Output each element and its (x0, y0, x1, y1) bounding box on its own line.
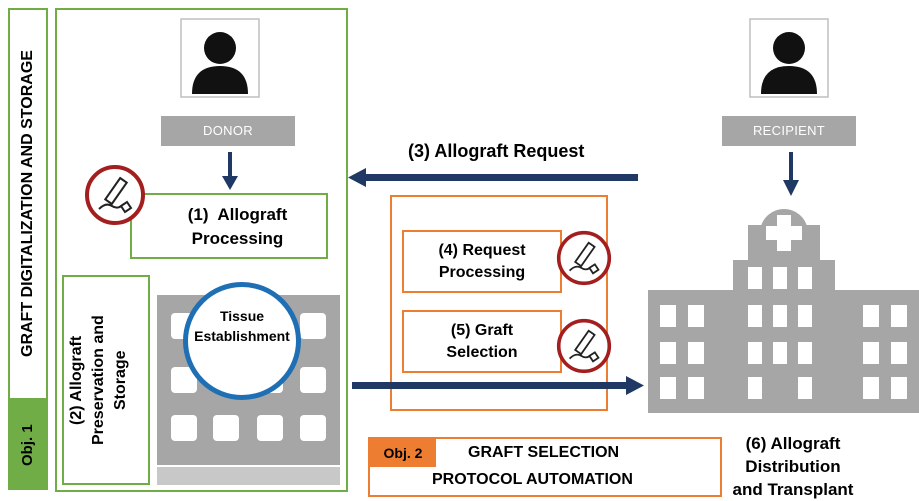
step1-word: Allograft (217, 205, 288, 224)
tissue-label: Tissue Establishment (186, 306, 298, 346)
step1-num: (1) (187, 205, 209, 224)
step1-line2: Processing (191, 229, 284, 248)
donor-person-icon (180, 18, 260, 98)
step2-line1: (2) Allograft (68, 335, 85, 425)
step5-line1: (5) Graft (450, 321, 514, 339)
obj2-tag: Obj. 2 (370, 439, 436, 467)
step5-line2: Selection (446, 343, 518, 361)
donor-label: DONOR (161, 116, 295, 146)
step4-line1: (4) Request (438, 241, 526, 259)
tissue-establishment-circle (183, 282, 301, 400)
step1-box (130, 193, 328, 259)
recipient-person-icon (749, 18, 829, 98)
obj1-banner: GRAFT DIGITALIZATION AND STORAGE (8, 8, 48, 400)
distribution-arrow (352, 376, 644, 395)
step1-label: (1) Allograft Processing (150, 203, 325, 251)
obj2-line2: PROTOCOL AUTOMATION (432, 471, 633, 488)
recipient-down-arrow (783, 152, 799, 196)
obj1-title: GRAFT DIGITALIZATION AND STORAGE (19, 50, 36, 358)
step6-line2: Distribution (745, 457, 841, 476)
step5-box: (5) Graft Selection (402, 310, 562, 373)
step2-line3: Storage (112, 350, 129, 410)
donor-down-arrow (222, 152, 238, 190)
signature-pen-icon-step1 (85, 165, 145, 225)
signature-pen-icon-step4 (556, 230, 612, 286)
tissue-line1: Tissue (219, 308, 265, 324)
tissue-line2: Establishment (194, 328, 290, 344)
step2-label: (2) Allograft Preservation and Storage (66, 280, 146, 480)
signature-pen-icon-step5 (556, 318, 612, 374)
hospital-icon (648, 209, 919, 413)
step2-box (62, 275, 150, 485)
recipient-label: RECIPIENT (722, 116, 856, 146)
step4-box: (4) Request Processing (402, 230, 562, 293)
obj1-tag: Obj. 1 (8, 400, 48, 490)
step6-line3: and Transplant (732, 480, 854, 499)
request-arrow (348, 168, 638, 187)
step2-line2: Preservation and (90, 315, 107, 445)
obj2-line1: GRAFT SELECTION (468, 444, 620, 461)
step3-label: (3) Allograft Request (408, 141, 585, 161)
step6-label: (6) Allograft Distribution and Transplan… (728, 432, 858, 501)
step4-line2: Processing (438, 263, 526, 281)
step6-line1: (6) Allograft (745, 434, 841, 453)
